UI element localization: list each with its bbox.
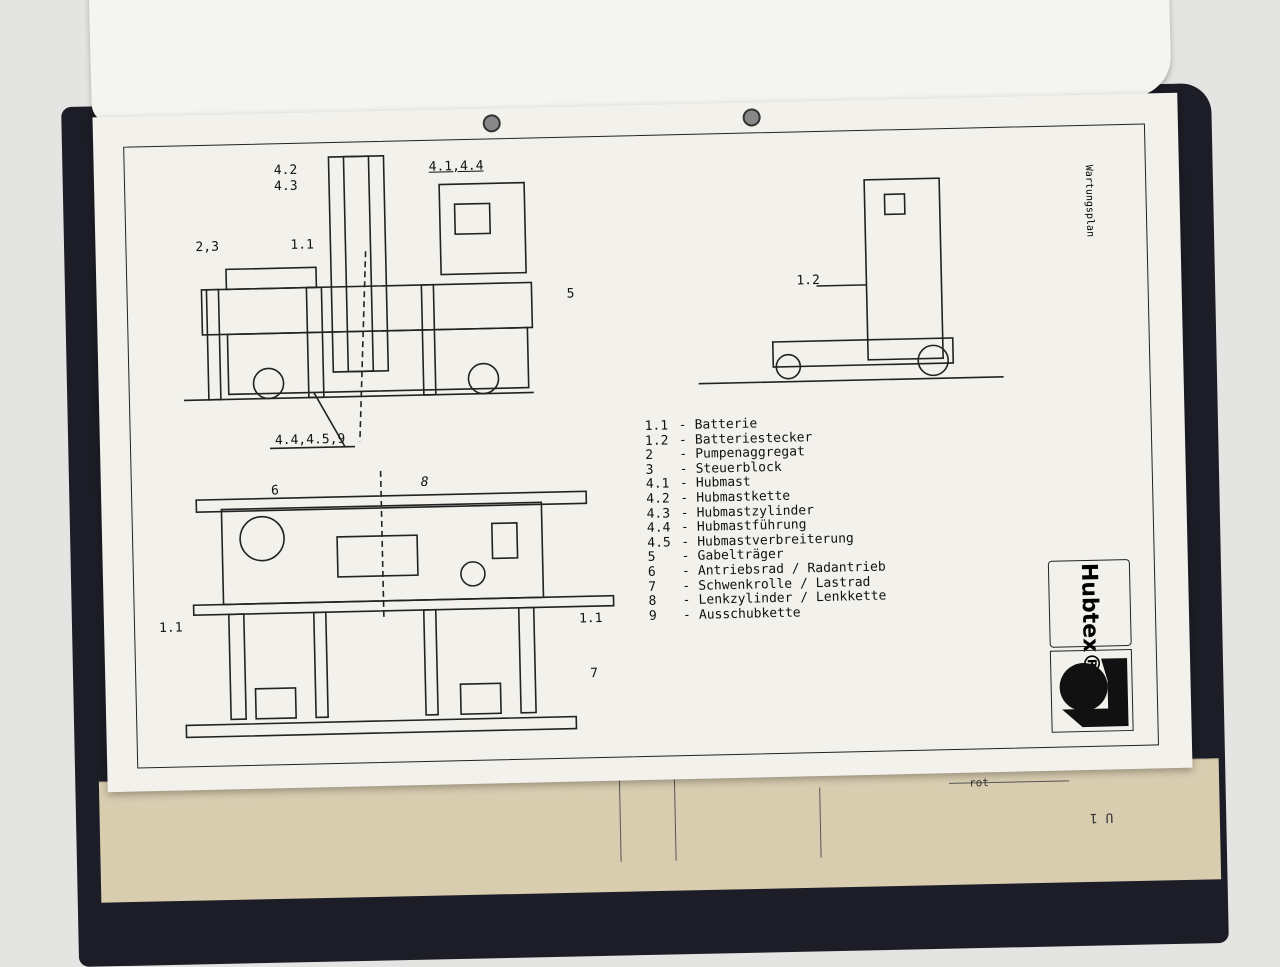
callout-4-2: 4.2 (273, 162, 298, 179)
callout-7: 7 (590, 666, 599, 682)
legend-code: 8 (648, 593, 657, 610)
maintenance-plan-page: 4.2 4.3 4.1,4.4 2,3 1.1 5 4.4,4.5,9 6 8 … (92, 92, 1193, 793)
legend-dash: - (682, 593, 691, 609)
legend-dash: - (682, 607, 691, 623)
legend-dash: - (680, 490, 689, 507)
callout-1-1-left: 1.1 (158, 620, 183, 637)
legend-dash: - (680, 520, 689, 536)
legend-dash: - (680, 505, 689, 521)
wire-label: rot (968, 776, 990, 790)
callout-6: 6 (270, 483, 279, 499)
legend-code: 6 (647, 564, 656, 580)
technical-drawing (183, 154, 1004, 739)
legend-code: 2 (645, 447, 654, 464)
legend-dash: - (678, 418, 687, 434)
legend-dash: - (681, 534, 690, 550)
legend-dash: - (682, 578, 691, 594)
legend-code: 7 (648, 579, 657, 595)
legend-label: Ausschubkette (698, 605, 801, 623)
ref-label: U 1 (1089, 809, 1114, 825)
legend-dash: - (679, 461, 688, 477)
legend-code: 5 (647, 550, 656, 566)
legend-dash: - (679, 476, 688, 492)
legend-dash: - (681, 563, 690, 580)
callout-2-3: 2,3 (195, 239, 220, 256)
callout-1-2: 1.2 (796, 272, 821, 289)
legend-code: 4.5 (647, 535, 671, 551)
legend-dash: - (679, 447, 688, 463)
legend-dash: - (681, 549, 690, 565)
hubtex-brand-box: Hubtex® (1047, 558, 1132, 675)
legend-code: 9 (648, 608, 657, 624)
callout-5: 5 (566, 286, 575, 302)
callout-1-1-right: 1.1 (578, 610, 603, 627)
sheet-title: Wartungsplan (1082, 164, 1096, 238)
legend-code: 4.4 (646, 520, 671, 537)
legend-code: 4.2 (646, 491, 670, 507)
hubtex-logo (1049, 648, 1134, 733)
callout-4-1-4-4: 4.1,4.4 (428, 158, 484, 175)
callout-1-1: 1.1 (290, 237, 315, 253)
legend-dash: - (678, 432, 687, 448)
callout-4-4-4-5-9: 4.4,4.5,9 (274, 431, 346, 449)
legend-code: 1.1 (644, 418, 669, 434)
callout-8: 8 (420, 474, 429, 491)
legend-code: 1.2 (644, 433, 669, 449)
callout-4-3: 4.3 (273, 178, 298, 195)
